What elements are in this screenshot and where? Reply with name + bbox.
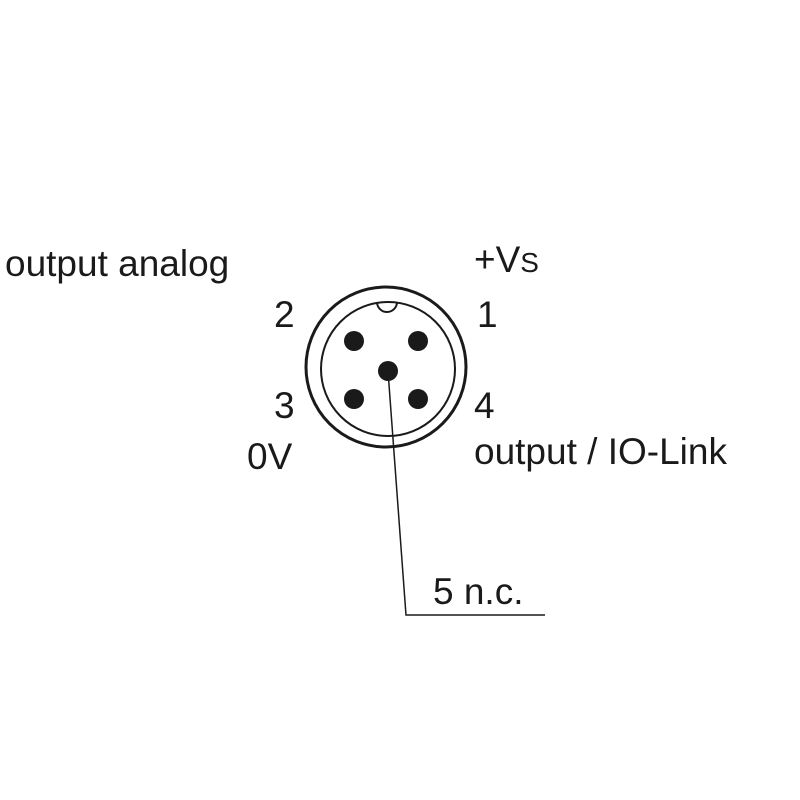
pins — [344, 331, 428, 409]
connector-outer-ring — [304, 285, 468, 449]
pin5-label: 5 n.c. — [433, 571, 524, 612]
pin2-function-label: output analog — [5, 243, 229, 284]
pin3-number: 3 — [274, 385, 295, 426]
pin3-function-label: 0V — [247, 436, 293, 477]
pin-4 — [408, 389, 428, 409]
pin-1 — [408, 331, 428, 351]
coding-notch — [376, 301, 398, 313]
connector-inner-ring — [320, 301, 456, 437]
pin1-number: 1 — [477, 294, 498, 335]
pin-3 — [344, 389, 364, 409]
pin1-function-main: +V — [474, 239, 521, 280]
pin-5-leader-line — [387, 370, 545, 616]
connector — [304, 285, 468, 449]
pin4-number: 4 — [474, 385, 495, 426]
pin1-function-sub: S — [520, 247, 539, 278]
pin-2 — [344, 331, 364, 351]
pin4-function-label: output / IO-Link — [474, 431, 727, 472]
pin1-function-label: +VS — [474, 239, 539, 280]
pin2-number: 2 — [274, 294, 295, 335]
